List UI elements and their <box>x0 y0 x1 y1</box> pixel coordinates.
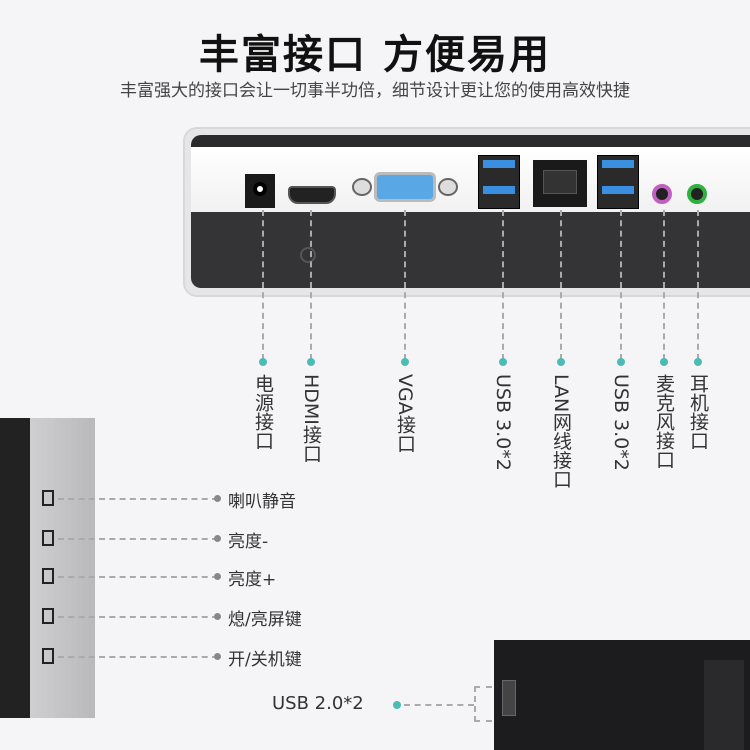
usb-port-icon <box>597 155 639 209</box>
mic-jack-icon <box>652 184 672 204</box>
port-label-lan: LAN网线接口 <box>550 374 572 489</box>
monitor-side-view <box>0 418 95 718</box>
port-label-hdmi: HDMI接口 <box>300 374 322 463</box>
port-label-usb3-a: USB 3.0*2 <box>492 374 514 471</box>
port-label-power: 电源接口 <box>252 374 274 450</box>
monitor-bottom-view <box>494 640 750 750</box>
button-label-brightness-up: 亮度+ <box>228 570 277 590</box>
page-title: 丰富接口 方便易用 <box>199 32 551 78</box>
button-label-screen-toggle: 熄/亮屏键 <box>228 610 302 630</box>
usb2-label: USB 2.0*2 <box>272 693 364 714</box>
button-label-brightness-down: 亮度- <box>228 532 269 552</box>
hdmi-port-icon <box>288 186 336 204</box>
dc-power-icon <box>245 174 275 208</box>
port-label-vga: VGA接口 <box>394 374 416 453</box>
headphone-jack-icon <box>687 184 707 204</box>
vga-port-icon <box>352 172 458 202</box>
port-label-mic: 麦克风接口 <box>653 374 675 469</box>
port-label-usb3-b: USB 3.0*2 <box>610 374 632 471</box>
ethernet-port-icon <box>533 160 587 207</box>
button-label-power: 开/关机键 <box>228 650 302 670</box>
button-label-mute: 喇叭静音 <box>228 492 296 512</box>
usb-port-icon <box>478 155 520 209</box>
page-subtitle: 丰富强大的接口会让一切事半功倍，细节设计更让您的使用高效快捷 <box>120 81 630 101</box>
port-label-headphone: 耳机接口 <box>687 374 709 450</box>
